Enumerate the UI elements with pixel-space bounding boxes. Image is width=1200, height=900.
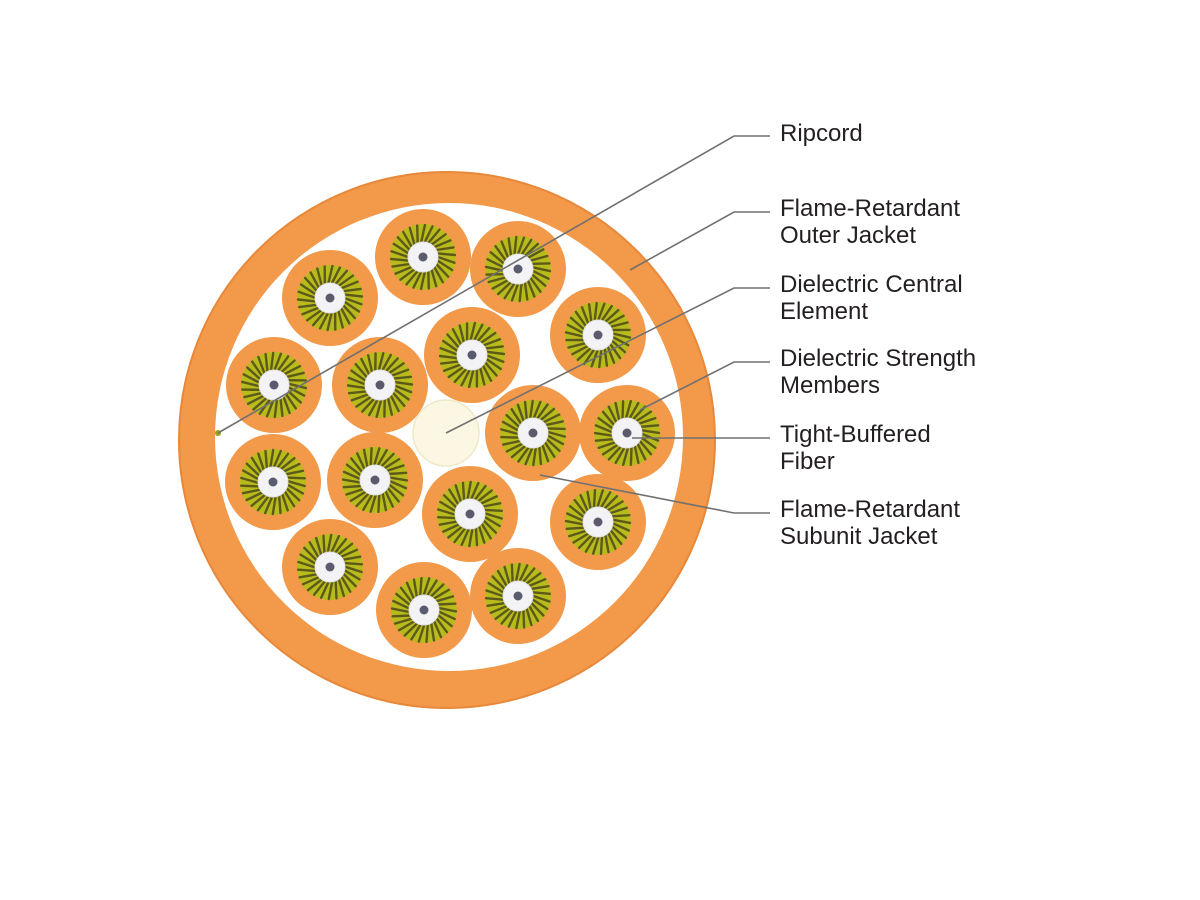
subunit-icon [282, 250, 378, 346]
label-line: Ripcord [780, 120, 863, 147]
subunit-icon [226, 337, 322, 433]
strength-members [296, 533, 364, 601]
leader-line-strength-members [639, 361, 770, 411]
label-line: Dielectric Central [780, 271, 963, 298]
fiber-core [593, 517, 603, 527]
fiber-core [528, 428, 538, 438]
fiber-core [325, 293, 335, 303]
leader-lines [217, 135, 770, 514]
fiber-core [375, 380, 385, 390]
subunit-icon [424, 307, 520, 403]
subunit-icon [282, 519, 378, 615]
label-line: Flame-Retardant [780, 496, 960, 523]
leader-line-ripcord [217, 135, 770, 434]
subunit-icon [550, 287, 646, 383]
subunit-icon [225, 434, 321, 530]
label-line: Members [780, 372, 880, 399]
subunit-icon [579, 385, 675, 481]
strength-members [346, 352, 414, 418]
strength-members [593, 400, 661, 466]
label-line: Dielectric Strength [780, 345, 976, 372]
fiber-core [325, 562, 335, 572]
subunit-icon [485, 385, 581, 481]
leader-line-central-element [445, 287, 770, 434]
subunit-icon [327, 432, 423, 528]
label-line: Outer Jacket [780, 222, 916, 249]
fiber-core [465, 509, 475, 519]
cable-cross-section-icon [178, 171, 716, 709]
fiber-core [418, 252, 428, 262]
strength-members [438, 321, 506, 389]
label-line: Fiber [780, 448, 835, 475]
subunit-icon [550, 474, 646, 570]
fiber-core [513, 591, 523, 601]
strength-members [296, 264, 364, 332]
label-line: Subunit Jacket [780, 523, 938, 550]
leader-line-subunit-jacket [539, 474, 770, 514]
strength-members [484, 562, 552, 630]
fiber-core [593, 330, 603, 340]
label-ripcord: Ripcord [780, 120, 863, 147]
fiber-core [268, 477, 278, 487]
label-line: Flame-Retardant [780, 195, 960, 222]
subunit-icon [376, 562, 472, 658]
fiber-core [419, 605, 429, 615]
fiber-core [513, 264, 523, 274]
strength-members [500, 399, 566, 467]
strength-members [239, 448, 306, 516]
label-line: Tight-Buffered [780, 421, 931, 448]
subunit-icon [470, 221, 566, 317]
label-line: Element [780, 298, 868, 325]
strength-members [437, 480, 503, 548]
strength-members [240, 351, 308, 419]
subunit-icon [375, 209, 471, 305]
subunit-icon [422, 466, 518, 562]
subunit-icon [332, 337, 428, 433]
strength-members [389, 223, 457, 291]
fiber-core [467, 350, 477, 360]
fiber-core [622, 428, 632, 438]
strength-members [564, 488, 632, 556]
fiber-core [370, 475, 380, 485]
leader-line-outer-jacket [629, 211, 770, 271]
fiber-core [269, 380, 279, 390]
strength-members [341, 447, 409, 513]
strength-members [484, 235, 552, 303]
subunit-icon [470, 548, 566, 644]
strength-members [390, 576, 458, 644]
